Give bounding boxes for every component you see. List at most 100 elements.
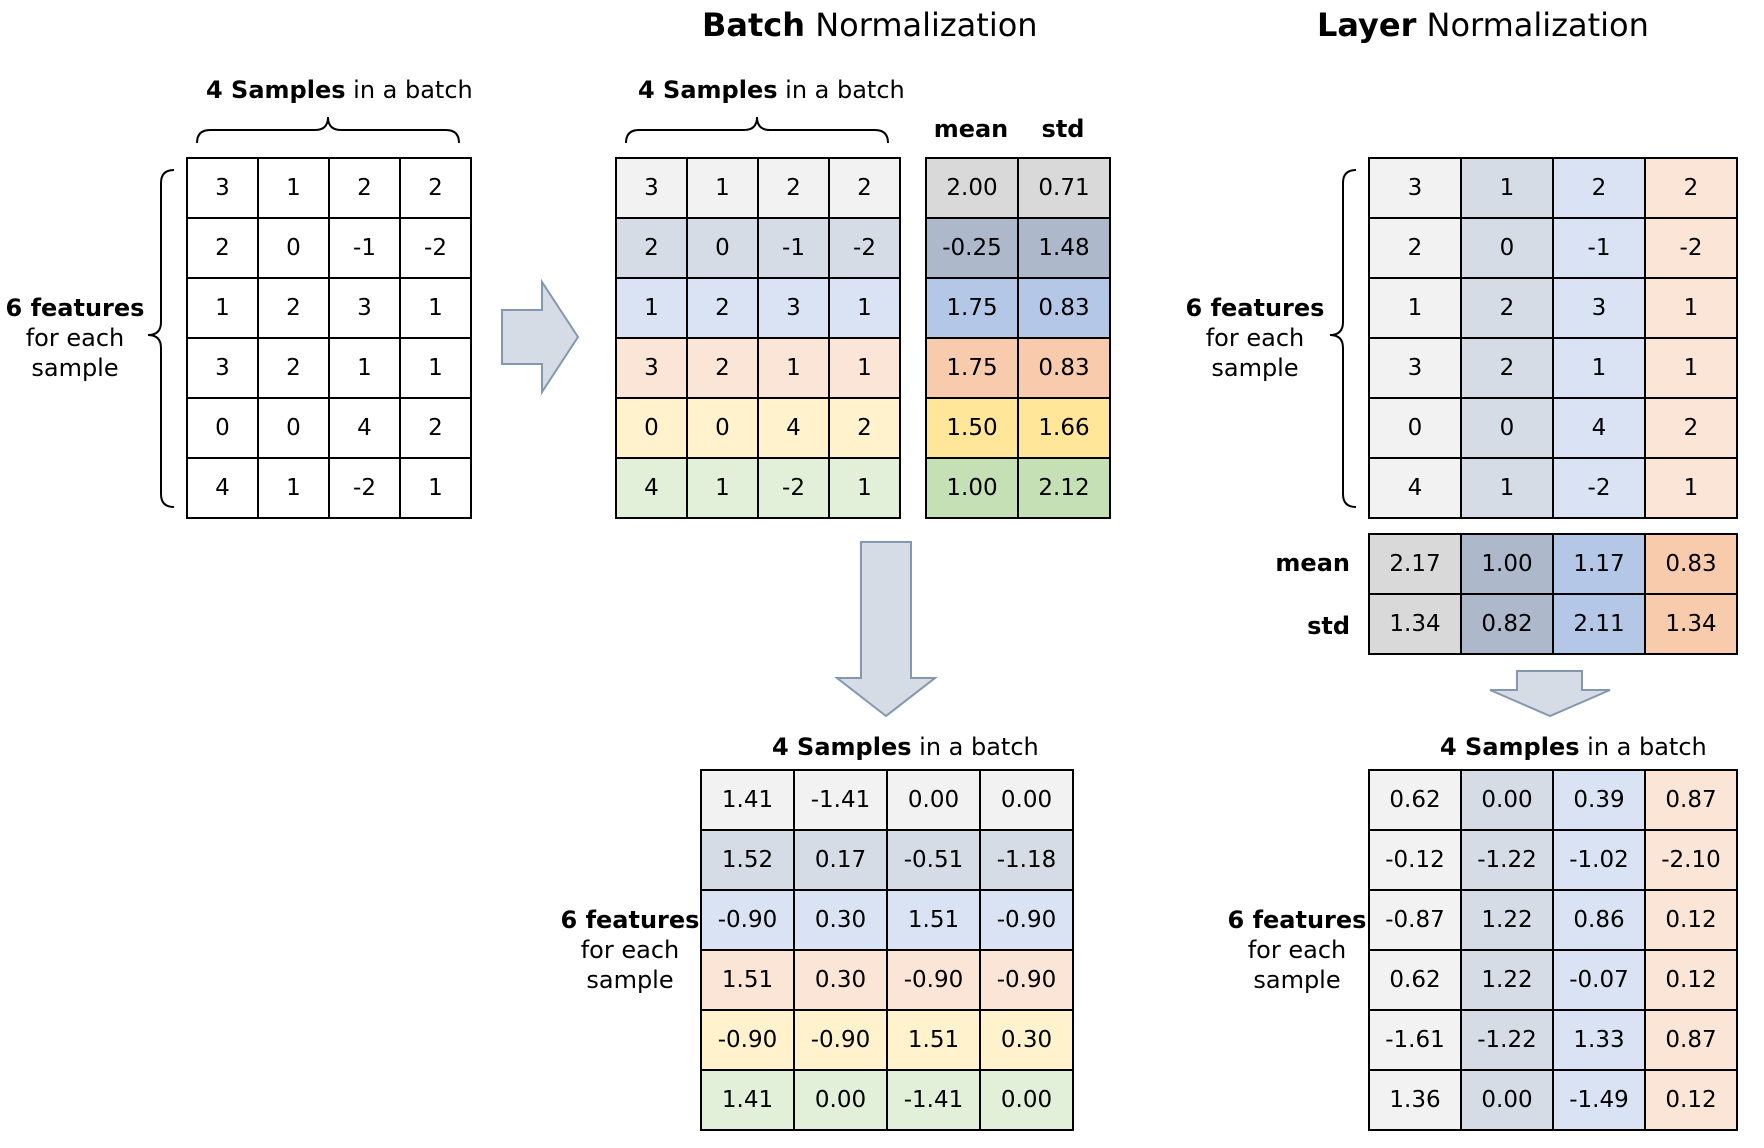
table-cell: 1: [257, 457, 330, 519]
table-cell: 0.30: [793, 949, 888, 1011]
table-cell: 3: [1368, 157, 1462, 219]
layer-mean-label: mean: [1275, 549, 1350, 577]
table-cell: 1: [757, 337, 830, 399]
batch-output-samples-caption: 4 Samples in a batch: [772, 733, 1039, 761]
input-samples-caption: 4 Samples in a batch: [206, 76, 473, 104]
table-cell: 1.34: [1368, 593, 1462, 655]
table-cell: 1.22: [1460, 949, 1554, 1011]
table-cell: 2: [1368, 217, 1462, 279]
table-cell: 2.12: [1017, 457, 1111, 519]
table-cell: 2.11: [1552, 593, 1646, 655]
table-cell: 1: [1460, 457, 1554, 519]
table-cell: 1: [686, 457, 759, 519]
table-cell: 0.62: [1368, 949, 1462, 1011]
table-cell: 0.87: [1644, 769, 1738, 831]
layer-features-brace: [1329, 169, 1357, 508]
table-cell: 0.83: [1017, 337, 1111, 399]
table-cell: 0: [1368, 397, 1462, 459]
table-cell: 0: [686, 217, 759, 279]
table-cell: -2: [828, 217, 901, 279]
table-cell: 1.50: [925, 397, 1019, 459]
table-cell: -2: [328, 457, 401, 519]
table-cell: -0.90: [886, 949, 981, 1011]
batch-samples-brace: [625, 116, 889, 144]
table-cell: 1: [257, 157, 330, 219]
input-samples-brace: [196, 116, 460, 144]
layer-std-label: std: [1307, 612, 1350, 640]
table-cell: 2: [828, 157, 901, 219]
table-cell: 1: [828, 457, 901, 519]
table-cell: 1: [399, 277, 472, 339]
table-cell: 0.00: [1460, 1069, 1554, 1131]
batch-std-header: std: [1041, 115, 1085, 143]
table-cell: 3: [615, 157, 688, 219]
table-cell: 0.82: [1460, 593, 1554, 655]
table-cell: 3: [328, 277, 401, 339]
table-cell: 0: [615, 397, 688, 459]
table-cell: 1: [399, 337, 472, 399]
table-cell: -1.18: [979, 829, 1074, 891]
table-cell: 0.12: [1644, 1069, 1738, 1131]
table-cell: -2: [1552, 457, 1646, 519]
table-cell: 1.66: [1017, 397, 1111, 459]
table-cell: 3: [757, 277, 830, 339]
table-cell: 0: [186, 397, 259, 459]
table-cell: 0.71: [1017, 157, 1111, 219]
table-cell: 2: [399, 157, 472, 219]
table-cell: 2.17: [1368, 533, 1462, 595]
table-cell: 3: [186, 337, 259, 399]
table-cell: 1.51: [886, 1009, 981, 1071]
table-cell: 1: [186, 277, 259, 339]
table-cell: -1.02: [1552, 829, 1646, 891]
table-cell: 1: [1368, 277, 1462, 339]
table-row: -0.12-1.22-1.02-2.10: [1368, 829, 1738, 891]
table-cell: 1: [615, 277, 688, 339]
table-cell: 0.00: [979, 769, 1074, 831]
table-cell: 1.34: [1644, 593, 1738, 655]
table-cell: 0.87: [1644, 1009, 1738, 1071]
table-cell: 1: [828, 277, 901, 339]
table-cell: 4: [186, 457, 259, 519]
table-cell: 1: [1552, 337, 1646, 399]
table-cell: 2: [1460, 277, 1554, 339]
right-arrow-icon: [501, 278, 580, 396]
table-cell: 3: [1368, 337, 1462, 399]
table-cell: -1.22: [1460, 829, 1554, 891]
table-cell: 2: [686, 277, 759, 339]
table-cell: 1.00: [925, 457, 1019, 519]
table-cell: 1.48: [1017, 217, 1111, 279]
table-cell: 2: [615, 217, 688, 279]
table-cell: 2: [686, 337, 759, 399]
table-cell: 0.62: [1368, 769, 1462, 831]
table-cell: 2: [257, 277, 330, 339]
table-cell: 4: [1368, 457, 1462, 519]
table-cell: 0.00: [886, 769, 981, 831]
table-cell: 2.00: [925, 157, 1019, 219]
